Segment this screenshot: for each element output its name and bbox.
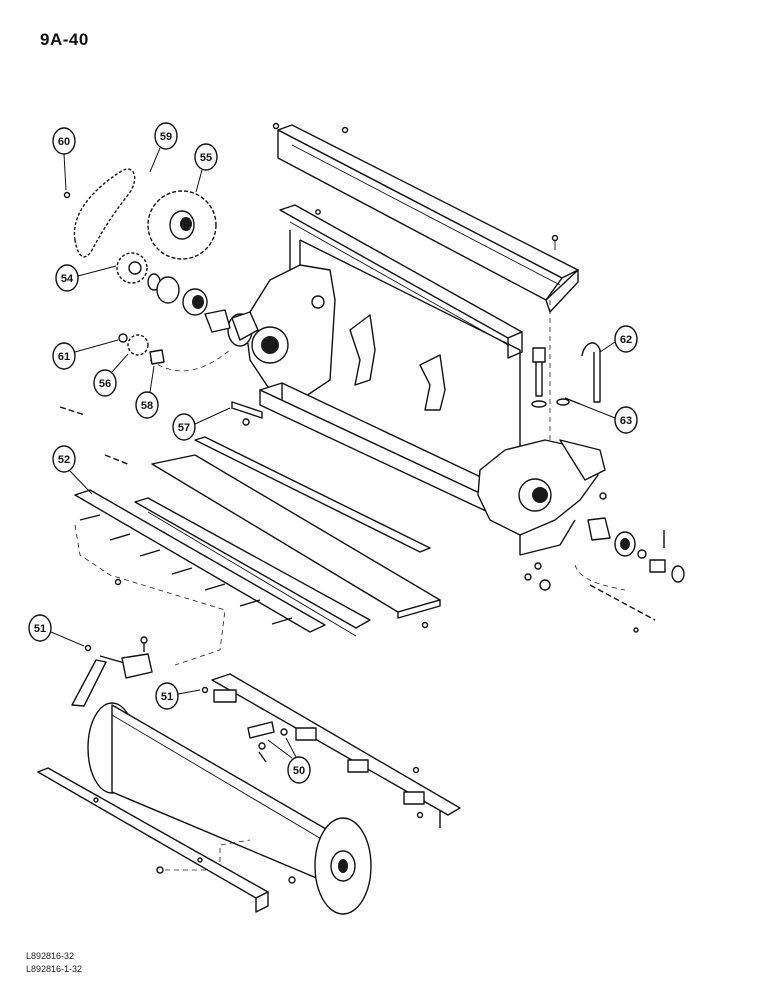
main-housing <box>227 230 607 591</box>
top-cover-angle <box>272 122 579 313</box>
callout-54-label: 54 <box>61 273 74 285</box>
guide-strips <box>59 406 441 666</box>
fasteners <box>247 721 288 763</box>
callout-63: 63 <box>579 403 638 434</box>
callout-51-left: 51 <box>28 614 92 652</box>
drawing-reference-1: L892816-32 <box>26 951 75 961</box>
callout-51-right-label: 51 <box>161 691 173 703</box>
drive-chain <box>73 168 136 258</box>
bolt-and-spring <box>531 342 601 408</box>
callout-59-label: 59 <box>160 131 172 143</box>
guide-fingers <box>79 514 429 629</box>
page-number: 9A-40 <box>40 30 89 49</box>
callout-58: 58 <box>135 365 159 419</box>
callout-56-label: 56 <box>99 378 111 390</box>
callout-61: 61 <box>52 339 119 370</box>
callout-52: 52 <box>52 445 93 495</box>
callout-55: 55 <box>194 143 218 193</box>
drum-roller <box>87 702 372 915</box>
callout-50: 50 <box>267 737 311 784</box>
callout-51-left-label: 51 <box>34 623 46 635</box>
callout-60-label: 60 <box>58 136 70 148</box>
callout-62: 62 <box>599 325 638 353</box>
callout-58-label: 58 <box>141 400 153 412</box>
large-sprocket <box>147 190 217 260</box>
drawing-reference-2: L892816-1-32 <box>26 964 83 974</box>
bracket-and-rod <box>71 636 153 707</box>
callout-54: 54 <box>55 264 117 292</box>
callout-61-label: 61 <box>58 351 70 363</box>
callout-51-right: 51 <box>155 682 209 710</box>
seal-strip <box>279 204 523 359</box>
callout-52-label: 52 <box>58 454 70 466</box>
idler-sprocket <box>118 333 165 365</box>
callout-57: 57 <box>172 407 231 441</box>
callout-62-label: 62 <box>620 334 632 346</box>
callout-57-label: 57 <box>178 422 190 434</box>
shaft-components <box>147 273 259 372</box>
long-shaft <box>231 401 263 426</box>
right-bearing-group <box>574 517 685 633</box>
callout-56: 56 <box>93 353 129 397</box>
callout-59: 59 <box>149 122 178 173</box>
lower-support-bar <box>211 673 461 828</box>
callout-55-label: 55 <box>200 152 212 164</box>
callout-50-label: 50 <box>293 765 305 777</box>
small-sprocket <box>116 252 148 284</box>
callout-63-label: 63 <box>620 415 632 427</box>
bottom-angle <box>37 767 269 913</box>
callout-60: 60 <box>52 127 76 199</box>
